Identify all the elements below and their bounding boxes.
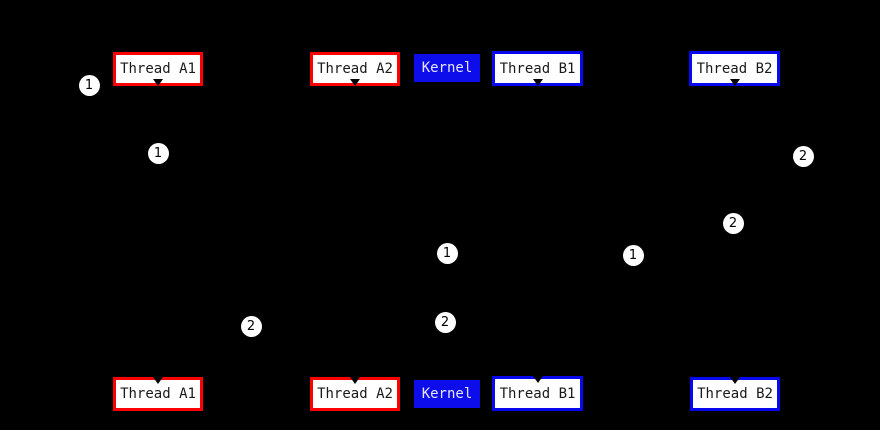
box-label: Thread A1 bbox=[120, 61, 196, 77]
step-marker-1: 1 bbox=[78, 74, 100, 96]
step-marker-2: 2 bbox=[792, 145, 814, 167]
connector-arrow-stub bbox=[350, 79, 360, 86]
box-thread-a1-top: Thread A1 bbox=[113, 52, 203, 86]
box-label: Thread B2 bbox=[696, 60, 773, 77]
box-label: Thread B1 bbox=[499, 385, 576, 402]
box-label: Thread A2 bbox=[317, 386, 393, 402]
box-kernel-top: Kernel bbox=[414, 54, 480, 82]
box-kernel-bottom: Kernel bbox=[414, 380, 480, 408]
box-label: Thread B1 bbox=[499, 60, 576, 77]
box-thread-a2-bottom: Thread A2 bbox=[310, 377, 400, 411]
box-thread-b1-top: Thread B1 bbox=[492, 51, 583, 86]
box-label: Thread A1 bbox=[120, 386, 196, 402]
connector-arrow-stub bbox=[532, 79, 543, 86]
box-label: Thread A2 bbox=[317, 61, 393, 77]
connector-arrow-stub bbox=[729, 79, 740, 86]
connector-arrow-stub bbox=[153, 377, 163, 384]
connector-arrow-stub bbox=[730, 377, 740, 384]
box-label: Kernel bbox=[421, 60, 473, 76]
box-thread-b1-bottom: Thread B1 bbox=[492, 376, 583, 411]
step-marker-2: 2 bbox=[434, 311, 456, 333]
box-thread-b2-bottom: Thread B2 bbox=[690, 377, 780, 411]
connector-arrow-stub bbox=[153, 79, 163, 86]
box-thread-a1-bottom: Thread A1 bbox=[113, 377, 203, 411]
step-marker-1: 1 bbox=[622, 244, 644, 266]
step-marker-1: 1 bbox=[147, 142, 169, 164]
step-marker-2: 2 bbox=[240, 315, 262, 337]
connector-arrow-stub bbox=[350, 377, 360, 384]
step-marker-2: 2 bbox=[722, 212, 744, 234]
box-label: Thread B2 bbox=[697, 386, 773, 402]
box-thread-b2-top: Thread B2 bbox=[689, 51, 780, 86]
box-thread-a2-top: Thread A2 bbox=[310, 52, 400, 86]
step-marker-1: 1 bbox=[436, 242, 458, 264]
connector-arrow-stub bbox=[532, 376, 543, 383]
box-label: Kernel bbox=[421, 386, 473, 402]
